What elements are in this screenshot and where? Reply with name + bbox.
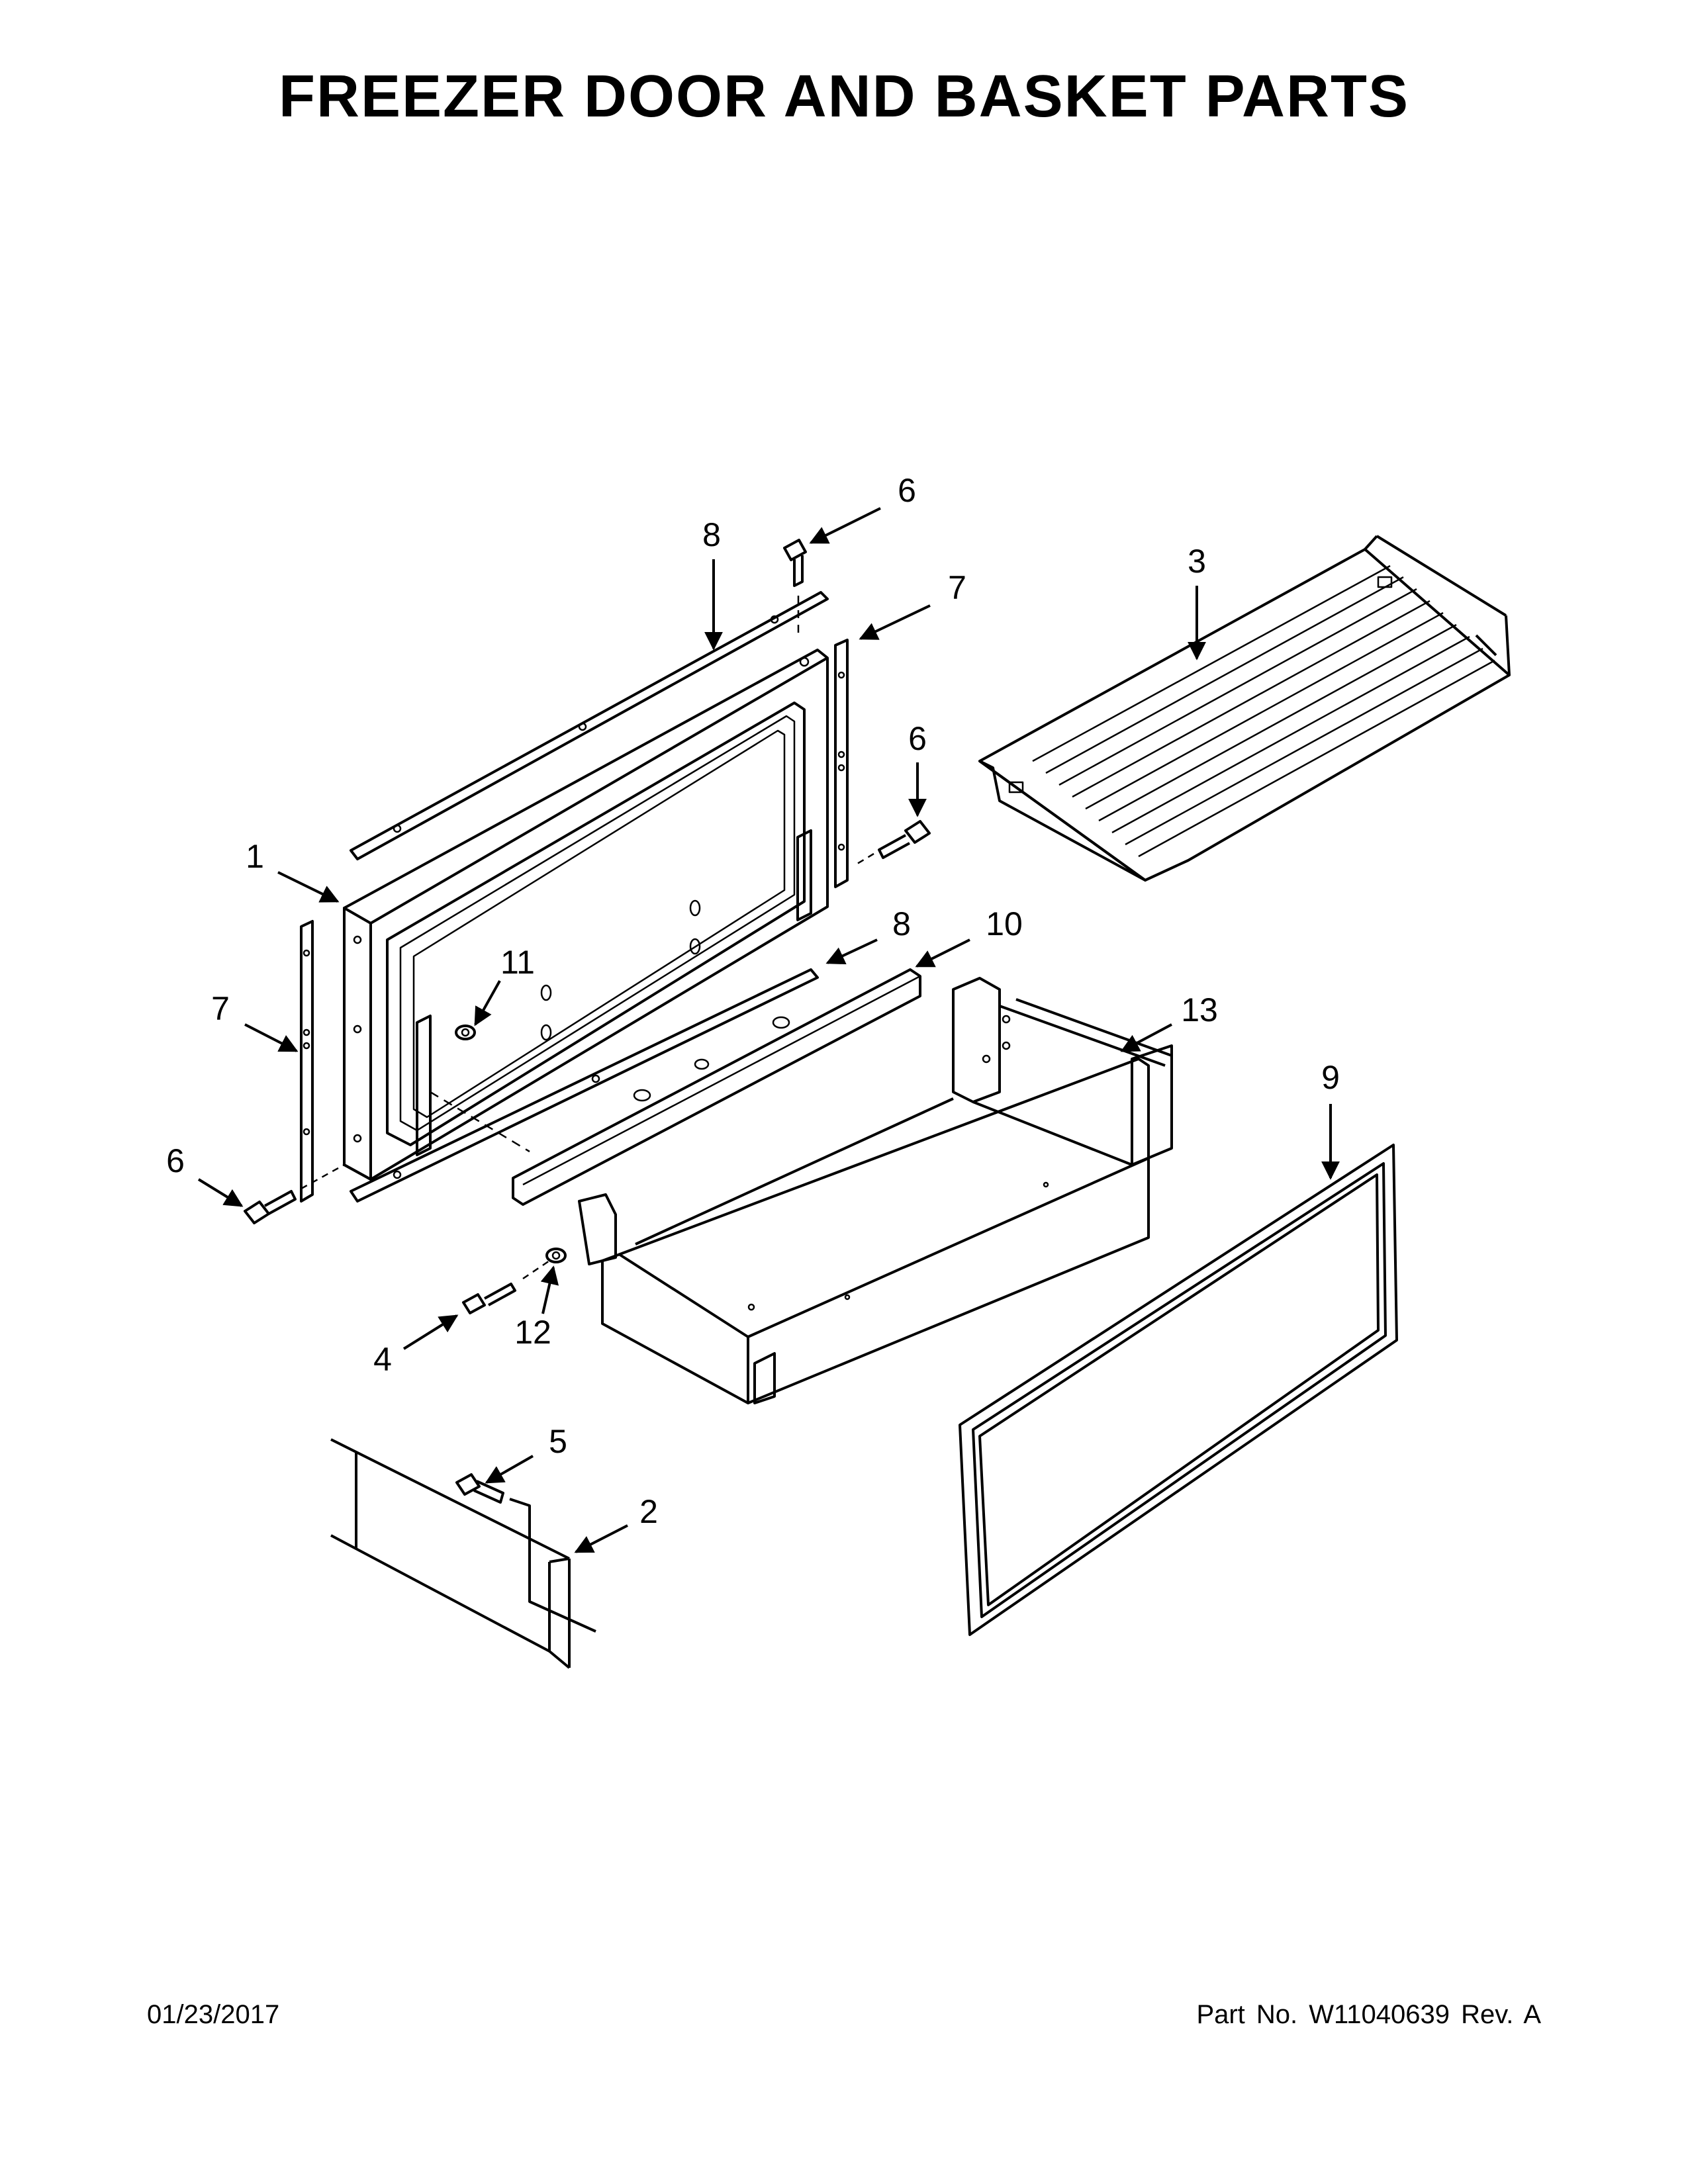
callout-2: 2 bbox=[639, 1493, 658, 1530]
side-trim-left bbox=[300, 920, 314, 1203]
slide-rail-part-10 bbox=[512, 968, 921, 1206]
toe-grille-part-2 bbox=[330, 1438, 571, 1669]
door-outer-panel bbox=[343, 649, 829, 1181]
callout-5: 5 bbox=[549, 1423, 567, 1460]
screw-left bbox=[244, 1163, 345, 1224]
callout-7-left: 7 bbox=[211, 990, 230, 1027]
washer-part-12 bbox=[545, 1248, 567, 1263]
basket-tray-part-3 bbox=[978, 535, 1511, 882]
bolt-part-11 bbox=[455, 1024, 476, 1040]
callout-6-right: 6 bbox=[908, 720, 927, 757]
door-gasket-part-9 bbox=[959, 1144, 1398, 1636]
callout-7-right: 7 bbox=[948, 569, 966, 606]
screw-part-5 bbox=[455, 1473, 596, 1633]
callout-1: 1 bbox=[246, 838, 264, 875]
callout-8-top: 8 bbox=[702, 516, 721, 553]
callout-3: 3 bbox=[1188, 543, 1206, 580]
callout-12: 12 bbox=[514, 1314, 551, 1351]
footer-date: 01/23/2017 bbox=[147, 2000, 280, 2029]
callout-8-lower: 8 bbox=[892, 905, 911, 942]
page-title: FREEZER DOOR AND BASKET PARTS bbox=[278, 64, 1410, 130]
trim-strip-lower bbox=[350, 968, 819, 1203]
screw-right bbox=[853, 820, 931, 867]
screw-part-4 bbox=[462, 1259, 550, 1314]
footer-part-number: Part No. W11040639 Rev. A bbox=[1196, 2000, 1541, 2029]
side-trim-right bbox=[834, 639, 849, 888]
callout-6-top: 6 bbox=[898, 472, 916, 509]
callout-9: 9 bbox=[1321, 1059, 1340, 1096]
screw-top bbox=[783, 539, 807, 639]
trim-strip-top bbox=[350, 591, 829, 860]
freezer-basket-part-13 bbox=[578, 977, 1173, 1404]
leader-arrows bbox=[197, 507, 1340, 1553]
callout-4: 4 bbox=[373, 1341, 392, 1378]
callout-10: 10 bbox=[986, 905, 1023, 942]
callout-13: 13 bbox=[1181, 991, 1218, 1028]
callout-11: 11 bbox=[500, 944, 535, 981]
callout-6-left: 6 bbox=[166, 1142, 185, 1179]
